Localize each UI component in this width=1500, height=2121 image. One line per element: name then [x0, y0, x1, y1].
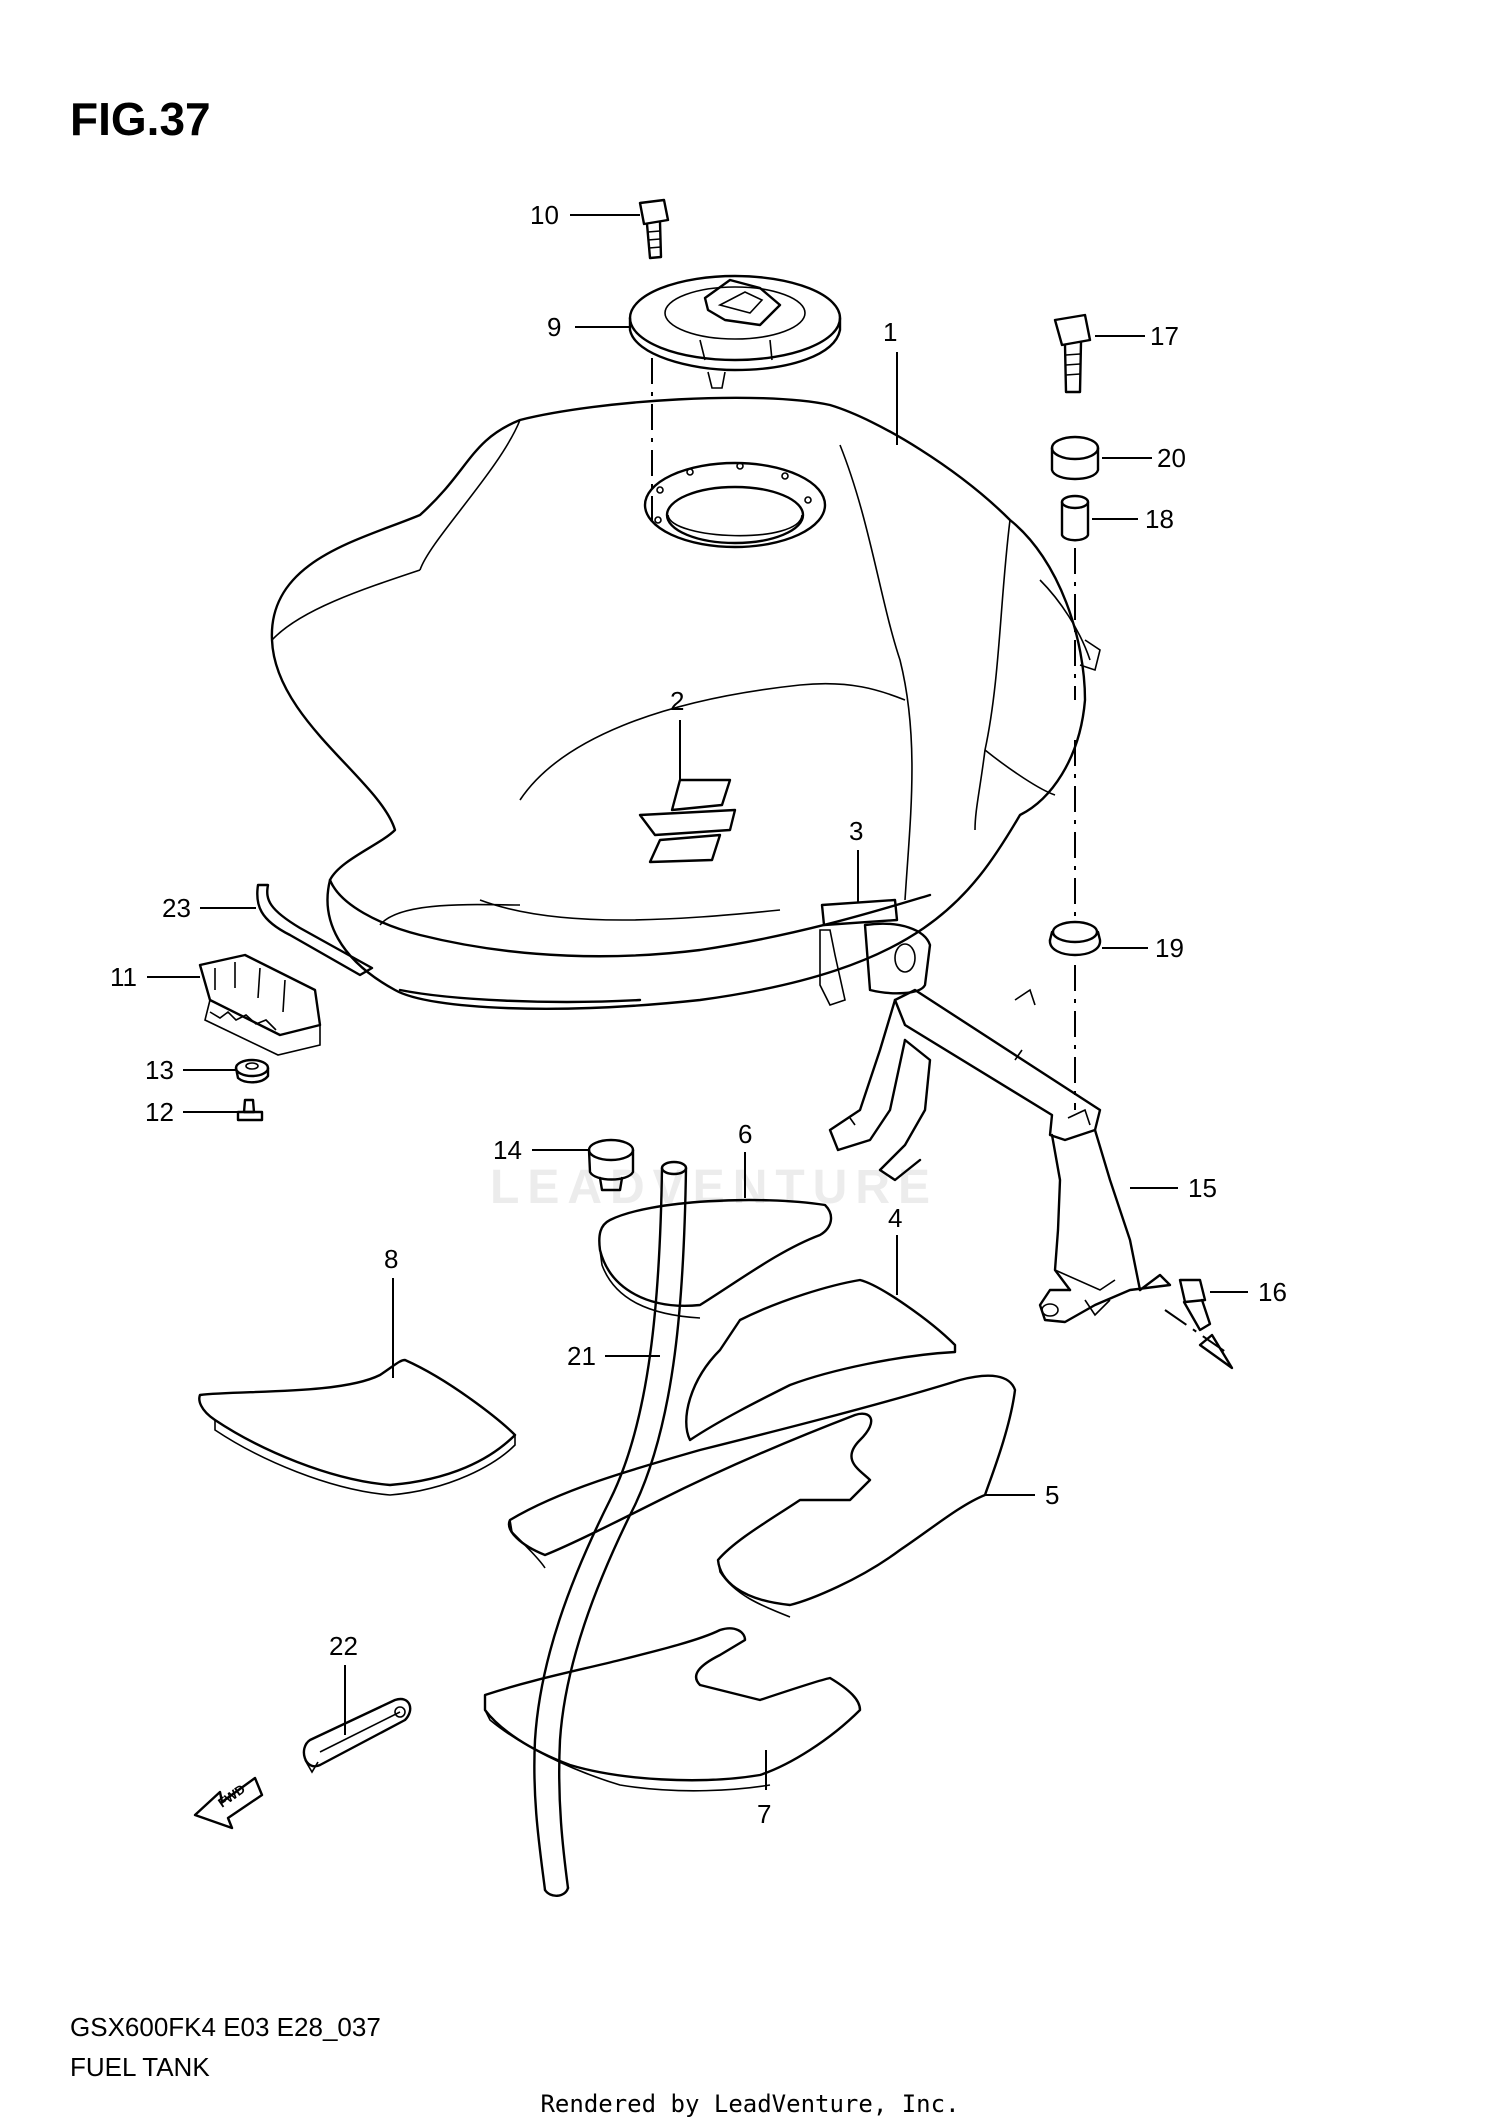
callout-20: 20 [1157, 443, 1186, 473]
callout-9: 9 [547, 312, 561, 342]
callout-14: 14 [493, 1135, 522, 1165]
part-pad-8 [198, 1358, 517, 1496]
part-fuel-tank [270, 396, 1101, 1010]
callout-3: 3 [849, 816, 863, 846]
part-hose-21 [533, 1160, 688, 1897]
leader-lines [147, 214, 1248, 1790]
callout-22: 22 [329, 1631, 358, 1661]
callout-2: 2 [670, 686, 684, 716]
part-spacer-20 [1050, 435, 1100, 481]
callout-4: 4 [888, 1203, 902, 1233]
part-cushion-11 [198, 953, 322, 1056]
part-trim-23 [256, 883, 374, 977]
callout-10: 10 [530, 200, 559, 230]
model-code: GSX600FK4 E03 E28_037 [70, 2012, 381, 2042]
figure-caption: FUEL TANK [70, 2052, 210, 2082]
part-bolt-17 [1053, 313, 1092, 394]
callout-6: 6 [738, 1119, 752, 1149]
callout-labels: 10 9 1 17 20 18 2 3 23 19 11 13 12 14 6 … [110, 200, 1287, 1829]
fwd-arrow-icon: FWD [193, 1776, 264, 1830]
part-bolt-16 [1178, 1278, 1212, 1332]
part-collar-18 [1060, 494, 1090, 542]
callout-19: 19 [1155, 933, 1184, 963]
watermark-text: LEADVENTURE [490, 1161, 939, 1214]
callout-13: 13 [145, 1055, 174, 1085]
part-bracket-15 [828, 988, 1172, 1324]
part-pad-6 [598, 1198, 833, 1319]
callout-21: 21 [567, 1341, 596, 1371]
rendered-by-credit: Rendered by LeadVenture, Inc. [540, 2090, 960, 2118]
part-cushion-14 [587, 1138, 635, 1192]
part-fuel-cap [628, 274, 842, 389]
callout-11: 11 [110, 962, 137, 992]
callout-15: 15 [1188, 1173, 1217, 1203]
part-cushion-19 [1048, 920, 1102, 957]
part-pad-4 [685, 1278, 957, 1442]
part-label [820, 898, 899, 927]
part-emblem [638, 778, 737, 864]
callout-12: 12 [145, 1097, 174, 1127]
callout-16: 16 [1258, 1277, 1287, 1307]
callout-5: 5 [1045, 1480, 1059, 1510]
part-screw-12 [236, 1098, 264, 1122]
part-clip-22 [302, 1697, 412, 1774]
callout-18: 18 [1145, 504, 1174, 534]
part-bolt-10 [638, 198, 670, 260]
assembly-lines [651, 358, 1234, 1370]
callout-23: 23 [162, 893, 191, 923]
part-pad-7 [483, 1627, 862, 1792]
callout-7: 7 [757, 1799, 771, 1829]
callout-1: 1 [883, 317, 897, 347]
callout-17: 17 [1150, 321, 1179, 351]
figure-title: FIG.37 [70, 93, 211, 145]
part-pad-5 [507, 1374, 1017, 1618]
callout-8: 8 [384, 1244, 398, 1274]
part-washer-13 [234, 1058, 270, 1084]
